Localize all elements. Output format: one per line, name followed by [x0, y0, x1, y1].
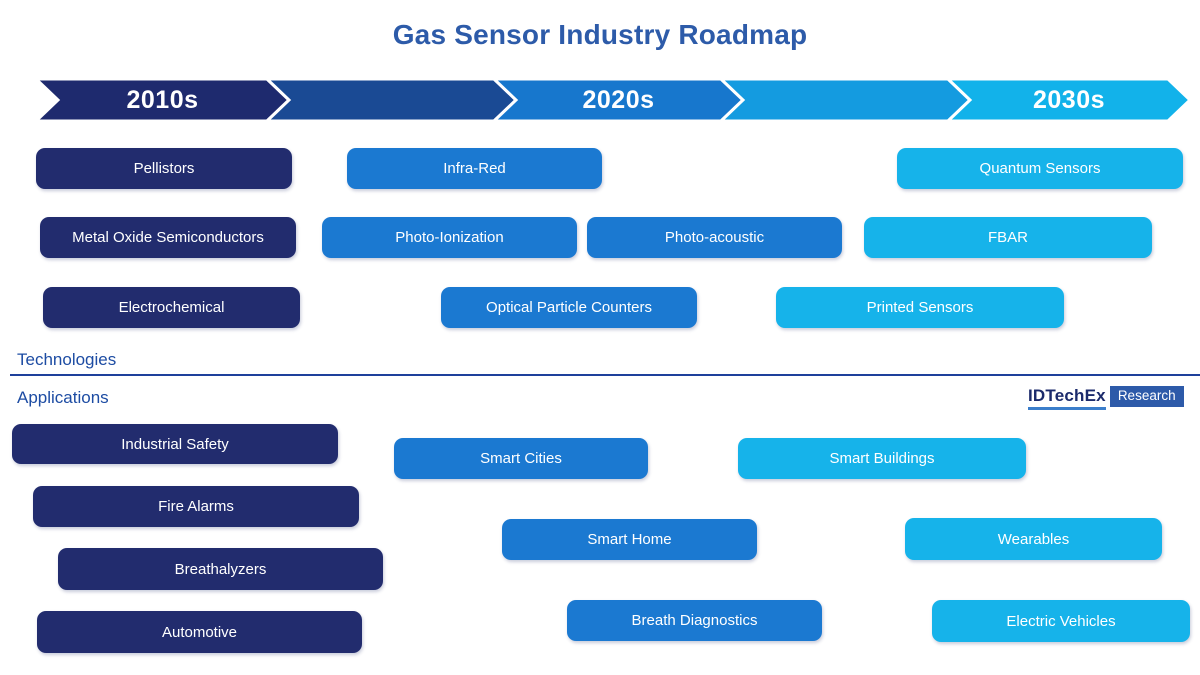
app-box-wearables: Wearables [905, 518, 1162, 560]
timeline-segment-2030s [944, 77, 1193, 123]
section-divider-line [10, 374, 1200, 376]
applications-section-label: Applications [17, 388, 109, 407]
app-box-fire-alarms: Fire Alarms [33, 486, 359, 527]
tech-box-electrochemical: Electrochemical [43, 287, 300, 328]
era-label-2030s: 2030s [1032, 85, 1106, 114]
idtechex-logo-brand: IDTechEx [1028, 386, 1106, 410]
app-box-smart-cities: Smart Cities [394, 438, 648, 479]
app-box-industrial-safety: Industrial Safety [12, 424, 338, 464]
era-label-2020s: 2020s [582, 85, 655, 114]
app-box-breath-diagnostics: Breath Diagnostics [567, 600, 822, 641]
tech-box-pellistors: Pellistors [36, 148, 292, 189]
idtechex-logo: IDTechEx Research [1028, 386, 1184, 410]
tech-box-fbar: FBAR [864, 217, 1152, 258]
app-box-smart-home: Smart Home [502, 519, 757, 560]
timeline-segment-mid1 [263, 77, 519, 123]
app-box-breathalyzers: Breathalyzers [58, 548, 383, 590]
tech-box-metal-oxide-semiconductors: Metal Oxide Semiconductors [40, 217, 296, 258]
era-label-2010s: 2010s [126, 85, 199, 114]
idtechex-logo-research-tag: Research [1109, 386, 1184, 407]
tech-box-optical-particle-counters: Optical Particle Counters [441, 287, 697, 328]
tech-box-quantum-sensors: Quantum Sensors [897, 148, 1183, 189]
app-box-automotive: Automotive [37, 611, 362, 653]
timeline-arrow [32, 77, 1193, 123]
timeline-segment-mid2 [717, 77, 973, 123]
app-box-electric-vehicles: Electric Vehicles [932, 600, 1190, 642]
app-box-smart-buildings: Smart Buildings [738, 438, 1026, 479]
tech-box-infra-red: Infra-Red [347, 148, 602, 189]
tech-box-printed-sensors: Printed Sensors [776, 287, 1064, 328]
technologies-section-label: Technologies [17, 350, 117, 369]
tech-box-photo-acoustic: Photo-acoustic [587, 217, 842, 258]
page-title: Gas Sensor Industry Roadmap [392, 19, 808, 50]
tech-box-photo-ionization: Photo-Ionization [322, 217, 577, 258]
